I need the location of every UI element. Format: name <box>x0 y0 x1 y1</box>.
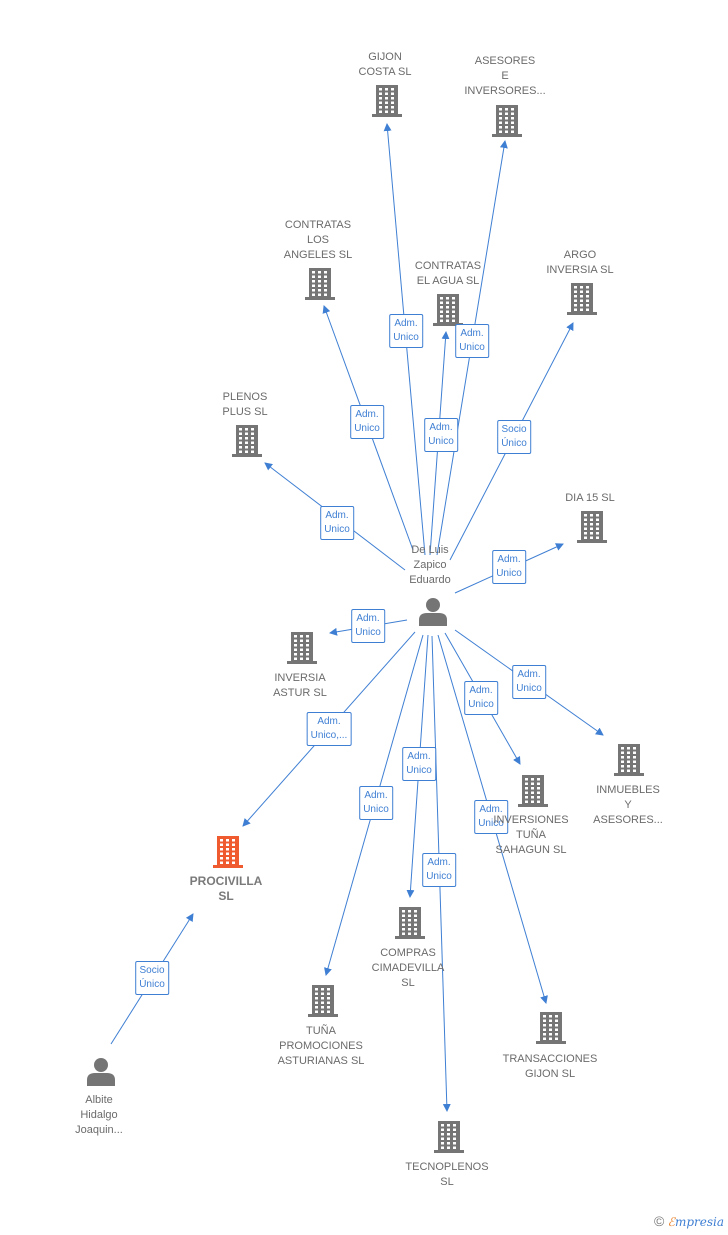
node-label-argo-inversia[interactable]: ARGO INVERSIA SL <box>546 249 614 276</box>
brand-logo-e: ℰ <box>667 1215 675 1229</box>
edge-label-contratas-el-agua[interactable]: Adm. Unico <box>424 418 458 452</box>
edge-label-compras-cimadevilla[interactable]: Adm. Unico <box>402 747 436 781</box>
node-label-tuna-promociones[interactable]: TUÑA PROMOCIONES ASTURIANAS SL <box>277 1025 365 1067</box>
edge-label-inversia-astur[interactable]: Adm. Unico <box>351 609 385 643</box>
node-label-contratas-los-angeles[interactable]: CONTRATAS LOS ANGELES SL <box>283 219 353 261</box>
building-icon-procivilla[interactable] <box>213 836 243 868</box>
edge-label-procivilla[interactable]: Adm. Unico,... <box>306 712 352 746</box>
node-label-procivilla[interactable]: PROCIVILLA SL <box>189 874 263 903</box>
node-label-albite[interactable]: Albite Hidalgo Joaquin... <box>75 1094 123 1136</box>
building-icon-transacciones-gijon[interactable] <box>536 1012 566 1044</box>
node-label-inmuebles-asesores[interactable]: INMUEBLES Y ASESORES... <box>593 784 663 826</box>
building-icon-inversiones-tuna-sahagun[interactable] <box>518 775 548 807</box>
node-label-tecnoplenos[interactable]: TECNOPLENOS SL <box>405 1161 489 1188</box>
building-icon-inversia-astur[interactable] <box>287 632 317 664</box>
footer-brand: © ℰmpresia <box>654 1213 724 1229</box>
edge-label-gijon-costa[interactable]: Adm. Unico <box>389 314 423 348</box>
node-label-dia-15[interactable]: DIA 15 SL <box>565 492 615 504</box>
building-icon-inmuebles-asesores[interactable] <box>614 744 644 776</box>
edge-label-dia-15[interactable]: Adm. Unico <box>492 550 526 584</box>
node-label-contratas-el-agua[interactable]: CONTRATAS EL AGUA SL <box>414 260 482 287</box>
edge-label-asesores-inversores[interactable]: Adm. Unico <box>455 324 489 358</box>
edge-label-contratas-los-angeles[interactable]: Adm. Unico <box>350 405 384 439</box>
node-label-center[interactable]: De Luis Zapico Eduardo <box>409 544 451 586</box>
edge-label-inmuebles-asesores[interactable]: Adm. Unico <box>512 665 546 699</box>
edge-label-transacciones-gijon[interactable]: Adm. Unico <box>474 800 508 834</box>
copyright-symbol: © <box>654 1213 665 1229</box>
person-icon-albite[interactable] <box>87 1058 115 1086</box>
edge-label-tuna-promociones[interactable]: Adm. Unico <box>359 786 393 820</box>
building-icon-asesores-inversores[interactable] <box>492 105 522 137</box>
building-icon-dia-15[interactable] <box>577 511 607 543</box>
brand-logo-text: mpresia <box>674 1215 724 1229</box>
node-label-inversiones-tuna-sahagun[interactable]: INVERSIONES TUÑA SAHAGUN SL <box>493 814 569 856</box>
node-label-gijon-costa[interactable]: GIJON COSTA SL <box>358 51 412 78</box>
node-label-compras-cimadevilla[interactable]: COMPRAS CIMADEVILLA SL <box>371 947 445 989</box>
person-icon-center[interactable] <box>419 598 447 626</box>
building-icon-contratas-el-agua[interactable] <box>433 294 463 326</box>
node-label-asesores-inversores[interactable]: ASESORES E INVERSORES... <box>464 55 546 97</box>
edge-label-plenos-plus[interactable]: Adm. Unico <box>320 506 354 540</box>
building-icon-tuna-promociones[interactable] <box>308 985 338 1017</box>
building-icon-plenos-plus[interactable] <box>232 425 262 457</box>
building-icon-contratas-los-angeles[interactable] <box>305 268 335 300</box>
edge-label-tecnoplenos[interactable]: Adm. Unico <box>422 853 456 887</box>
node-label-transacciones-gijon[interactable]: TRANSACCIONES GIJON SL <box>502 1053 598 1080</box>
building-icon-compras-cimadevilla[interactable] <box>395 907 425 939</box>
node-label-inversia-astur[interactable]: INVERSIA ASTUR SL <box>273 672 327 699</box>
edge-label-inversiones-tuna-sahagun[interactable]: Adm. Unico <box>464 681 498 715</box>
edge-label-procivilla[interactable]: Socio Único <box>135 961 169 995</box>
building-icon-gijon-costa[interactable] <box>372 85 402 117</box>
edge-label-argo-inversia[interactable]: Socio Único <box>497 420 531 454</box>
building-icon-argo-inversia[interactable] <box>567 283 597 315</box>
node-label-plenos-plus[interactable]: PLENOS PLUS SL <box>222 391 268 418</box>
building-icon-tecnoplenos[interactable] <box>434 1121 464 1153</box>
